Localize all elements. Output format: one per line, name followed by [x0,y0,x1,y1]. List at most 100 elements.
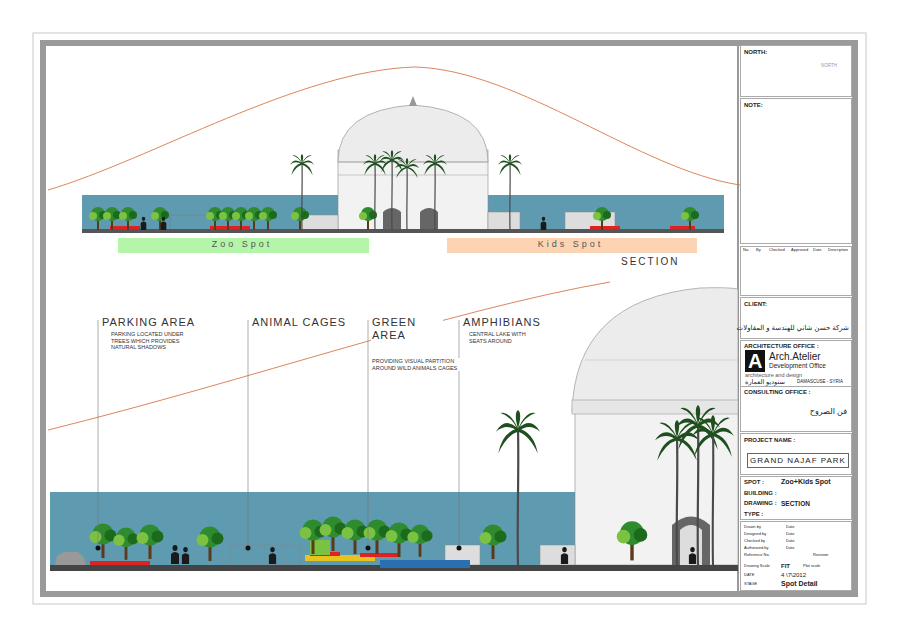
person [689,547,696,564]
architecture-office-cell: ARCHITECTURE OFFICE :A Arch.AtelierDevelo… [740,340,852,388]
drawing-title: SECTION [620,256,680,268]
person [171,545,179,564]
area-label: GREEN AREA [371,316,443,342]
spot-cell: SPOT :Zoo+Kids SpotBUILDING :DRAWING :SE… [740,476,852,520]
cell-text: CLIENT: [744,301,767,308]
palm-tree [655,420,699,565]
palm-tree [380,150,404,230]
tree [300,520,327,555]
cell-text: Zoo Spot [118,238,366,251]
flower-bed [360,553,400,557]
tree [407,525,432,557]
cell-text: architecture and design [745,372,802,378]
dome-ring [572,400,738,414]
cell-text: Checked by [744,539,765,544]
area-label: PROVIDING VISUAL PARTITION AROUND WILD A… [371,358,461,371]
person [161,217,167,230]
cell-text: DATE [744,573,754,578]
person [541,217,547,230]
dome-drum [575,410,738,565]
cell-text: BUILDING : [744,490,777,497]
palm-tree [498,154,522,230]
tree [681,207,699,230]
cell-text: No. [743,248,749,253]
flower-bed [670,226,695,229]
person [141,217,147,230]
central-lake [380,560,470,568]
area-label: PARKING AREA [101,316,196,329]
dome [338,105,488,162]
revision-grid [740,246,852,296]
area-label: PARKING LOCATED UNDER TREES WHICH PROVID… [110,331,202,351]
client-cell: CLIENT: شركة حسن شاني للهندسة و المقاولات [740,297,852,339]
cell-text: Checked [769,248,785,253]
cell-text: Reference No. [744,553,770,558]
person [182,547,189,564]
tree [137,525,164,560]
cell-text: Date [786,525,794,530]
person [269,547,276,564]
cell-text: Drawn by [744,525,761,530]
revision-table: No. By Checked Approved Date Description [740,246,852,296]
area-label: CENTRAL LAKE WITH SEATS AROUND [468,331,532,344]
cell-text: Date [786,532,794,537]
cell-text: A [745,350,765,372]
cell-text: Authorized by [744,546,768,551]
palm-tree [363,154,387,230]
cell-text: Approved [791,248,808,253]
cell-text: NORTH [821,63,837,68]
tree [103,207,121,230]
cell-text: Zoo+Kids Spot [781,478,831,486]
palm-tree [692,415,734,565]
low-building [488,212,520,230]
zoo-spot-band: Zoo Spot [118,238,369,253]
dome-ring [585,360,738,361]
person [561,547,568,564]
leader-line [368,320,369,546]
dome-ring [338,175,488,176]
north-cell: NORTH: NORTH [740,45,852,97]
cell-text: GRAND NAJAF PARK [747,453,849,468]
cell-text: Kids Spot [447,238,694,251]
tree [197,527,224,562]
cell-text: STAGE [744,582,757,587]
cell-text: Development Office [769,362,826,369]
cage-bar [285,545,286,565]
cell-text: NOTE: [744,102,763,109]
cell-text: ARCHITECTURE OFFICE : [744,343,819,350]
tree [342,520,369,555]
note-cell: NOTE: [740,98,852,244]
cell-text: DAMASCUSE - SYRIA [797,379,843,384]
terrain-line [48,282,610,430]
tree [119,207,137,230]
cell-text: SPOT : [744,479,764,486]
tree [90,524,117,559]
flower-bed [110,226,140,229]
outer-frame [33,33,866,604]
cell-text: Arch.Atelier [769,351,821,363]
cell-text: Plot scale [803,564,820,569]
cell-text: Date [786,546,794,551]
cell-text: Date [813,248,821,253]
low-building [540,545,575,565]
cage-bar [265,545,266,565]
dome-finial [409,96,417,106]
palm-tree [290,154,314,230]
cell-text: SECTION [781,500,810,507]
cell-text: ستوديو العمارة [745,378,785,385]
leader-dot [457,546,462,551]
cell-text: Description [828,248,848,253]
cell-text: شركة حسن شاني للهندسة و المقاولات [745,324,849,332]
area-label: AMPHIBIANS [462,316,542,329]
tree [593,207,611,230]
cell-text: PROJECT NAME : [744,437,795,444]
area-label: ANIMAL CAGES [251,316,347,329]
cell-text: 4 \7\2012 [781,572,806,579]
cell-text: FIT [781,563,790,570]
cell-text: Revision [813,553,828,558]
cell-text: Designed by [744,532,766,537]
cell-text: By [756,248,761,253]
dome [572,288,738,412]
project-name-cell: PROJECT NAME : GRAND NAJAF PARK [740,433,852,475]
cell-text: NORTH: [744,49,767,56]
